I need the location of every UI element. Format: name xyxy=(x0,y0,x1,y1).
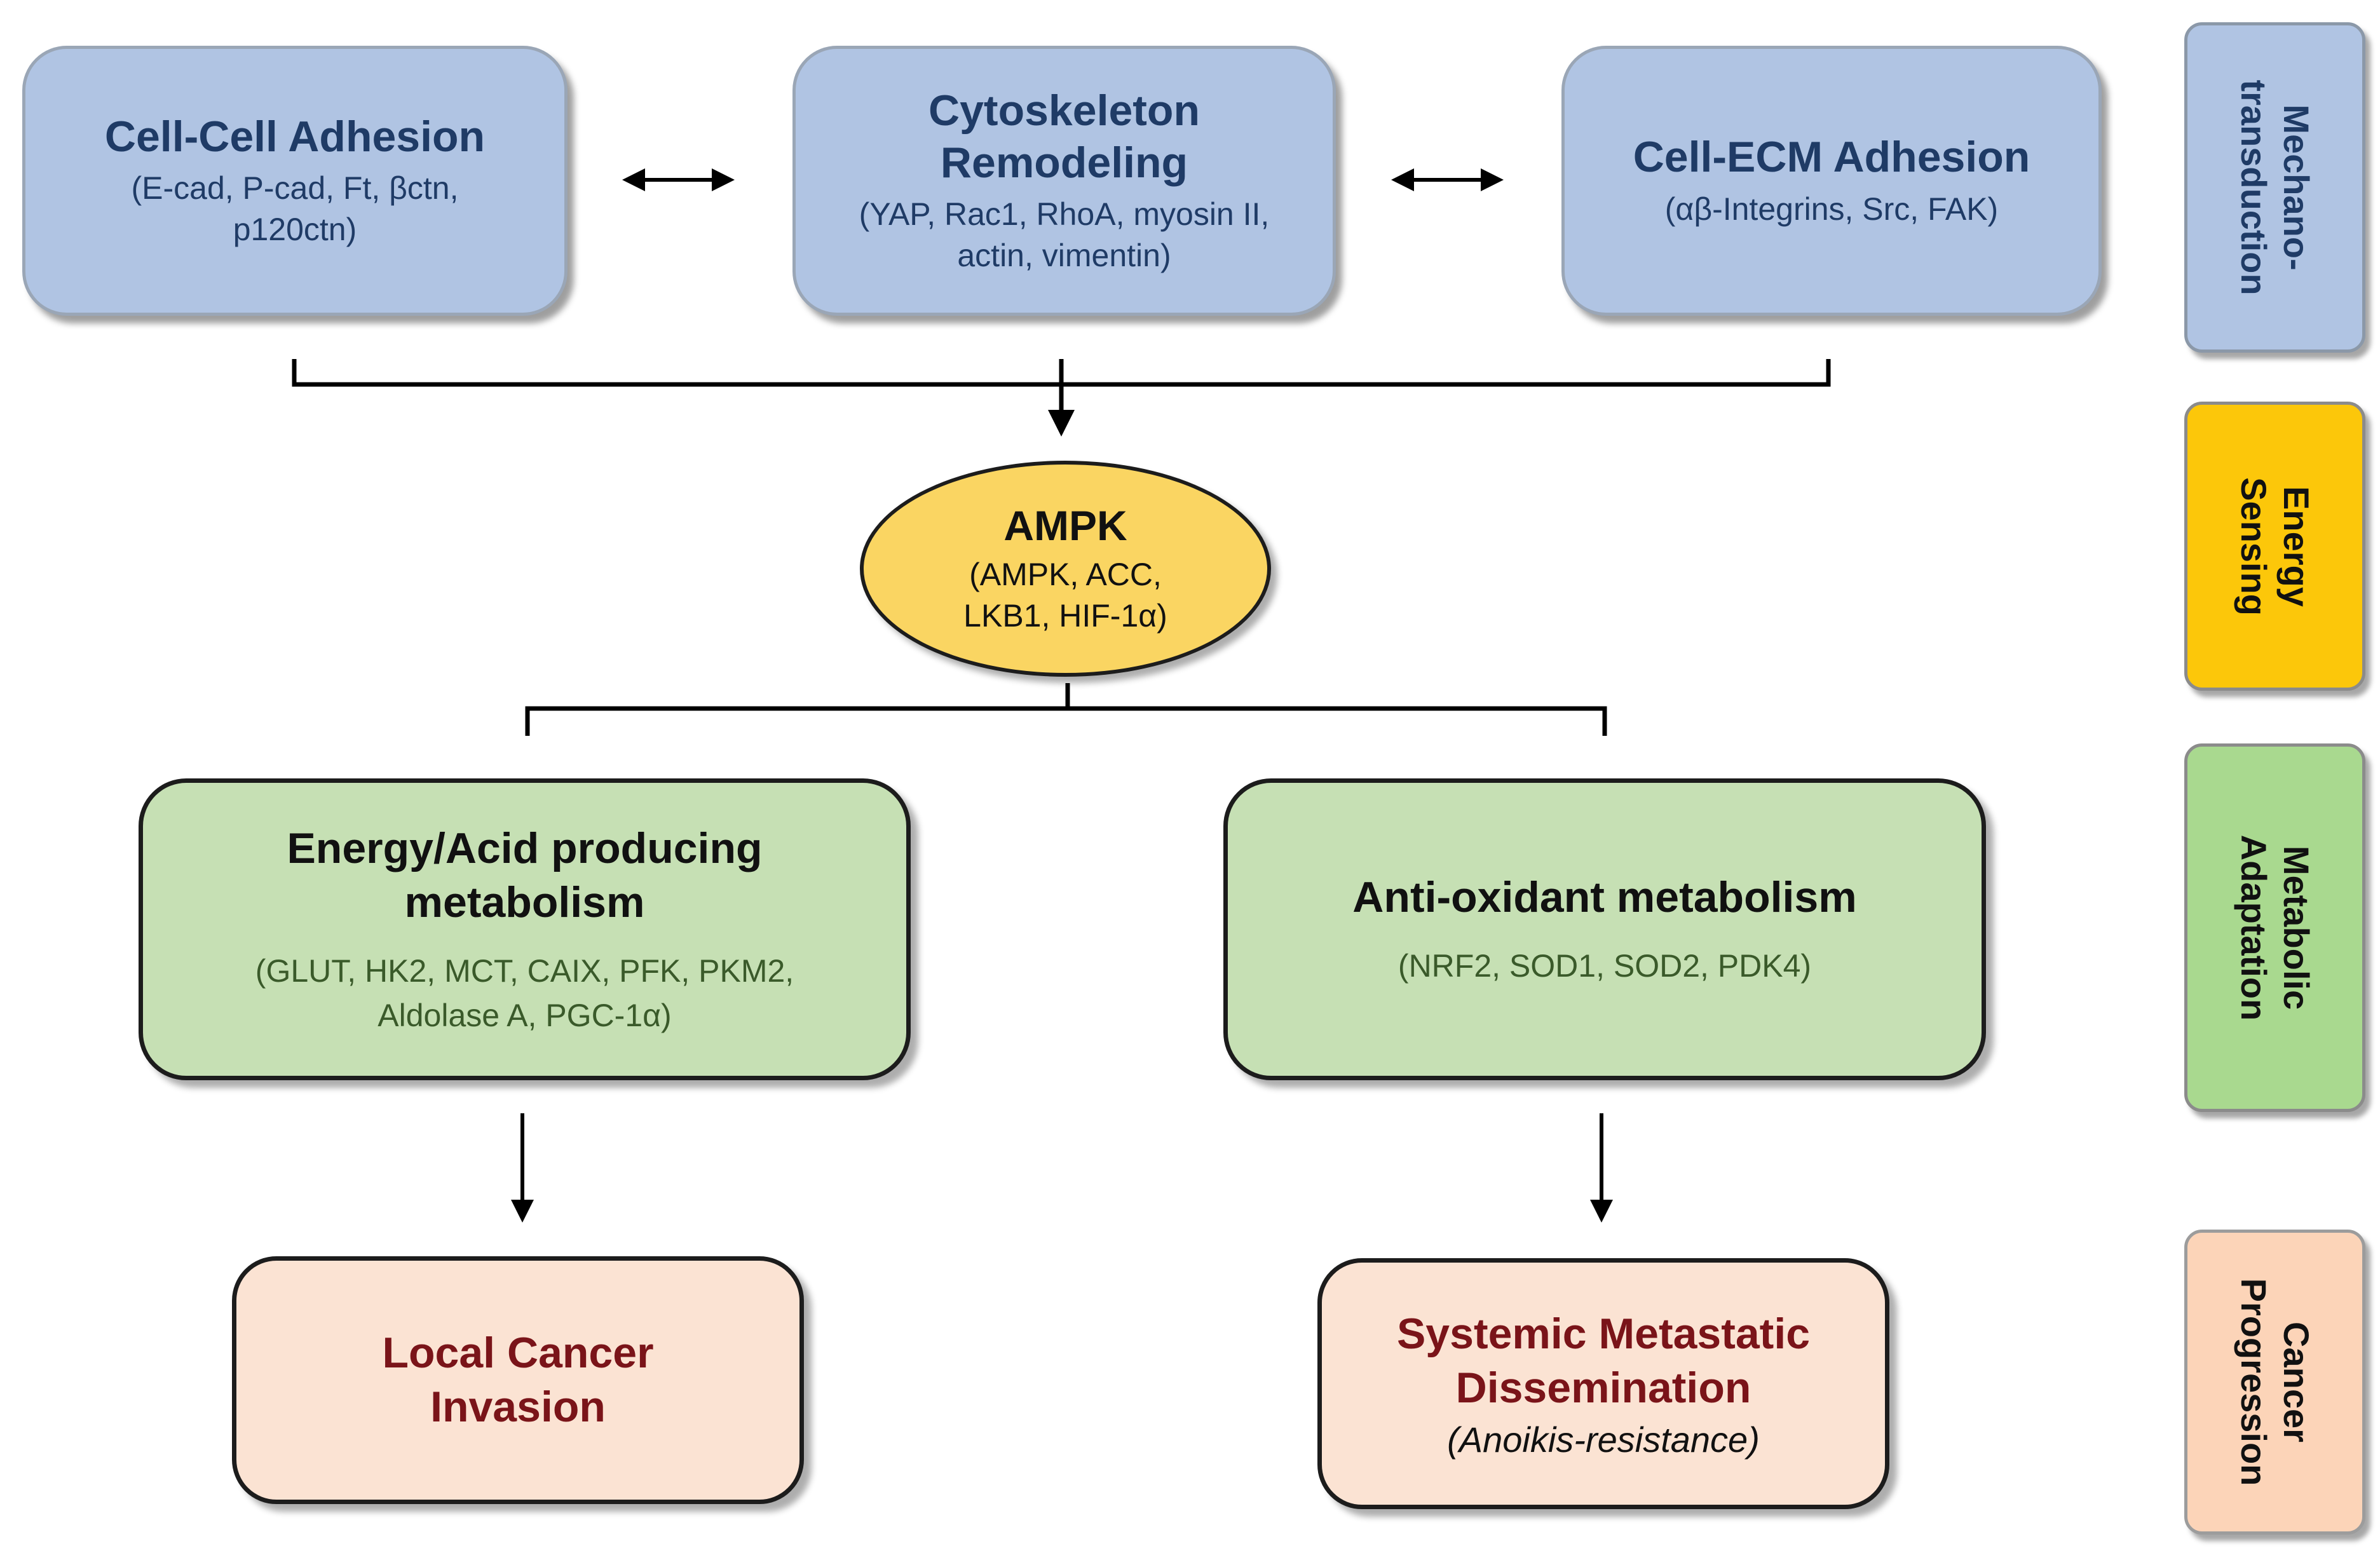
energy-acid-metabolism-title: Energy/Acid producing metabolism xyxy=(287,824,763,926)
cell-ecm-adhesion-subtitle: (αβ-Integrins, Src, FAK) xyxy=(1664,191,1999,227)
energy-acid-metabolism-subtitle: (GLUT, HK2, MCT, CAIX, PFK, PKM2, Aldola… xyxy=(255,953,794,1033)
ampk-node: AMPK (AMPK, ACC, LKB1, HIF-1α) xyxy=(860,461,1271,677)
cell-cell-adhesion-box: Cell-Cell Adhesion (E-cad, P-cad, Ft, βc… xyxy=(22,46,568,316)
local-cancer-invasion-title: Local Cancer Invasion xyxy=(382,1329,654,1431)
metabolic-adaptation-label-text: Metabolic Adaptation xyxy=(2233,834,2316,1021)
cytoskeleton-remodeling-title: Cytoskeleton Remodeling xyxy=(928,86,1200,187)
antioxidant-metabolism-box: Anti-oxidant metabolism (NRF2, SOD1, SOD… xyxy=(1223,778,1986,1080)
lower-bracket xyxy=(525,706,1607,736)
cell-cell-adhesion-title: Cell-Cell Adhesion xyxy=(104,112,486,161)
antioxidant-metabolism-subtitle: (NRF2, SOD1, SOD2, PDK4) xyxy=(1397,948,1812,984)
cytoskeleton-remodeling-subtitle: (YAP, Rac1, RhoA, myosin II, actin, vime… xyxy=(859,196,1270,274)
energy-sensing-label: Energy Sensing xyxy=(2184,402,2365,691)
cancer-progression-label: Cancer Progression xyxy=(2184,1230,2365,1535)
antioxidant-metabolism-title: Anti-oxidant metabolism xyxy=(1352,873,1857,921)
cell-ecm-adhesion-box: Cell-ECM Adhesion (αβ-Integrins, Src, FA… xyxy=(1561,46,2102,316)
energy-acid-metabolism-box: Energy/Acid producing metabolism (GLUT, … xyxy=(139,778,911,1080)
systemic-metastatic-dissemination-box: Systemic Metastatic Dissemination (Anoik… xyxy=(1317,1258,1889,1509)
ampk-subtitle: (AMPK, ACC, LKB1, HIF-1α) xyxy=(963,556,1167,634)
cytoskeleton-remodeling-box: Cytoskeleton Remodeling (YAP, Rac1, RhoA… xyxy=(792,46,1336,316)
systemic-metastatic-dissemination-title: Systemic Metastatic Dissemination xyxy=(1396,1310,1811,1412)
anoikis-resistance-subtitle: (Anoikis-resistance) xyxy=(1447,1420,1760,1460)
ampk-title: AMPK xyxy=(1003,502,1127,550)
local-cancer-invasion-box: Local Cancer Invasion xyxy=(232,1256,804,1504)
energy-sensing-label-text: Energy Sensing xyxy=(2233,477,2316,616)
cell-cell-adhesion-subtitle: (E-cad, P-cad, Ft, βctn, p120ctn) xyxy=(131,170,459,248)
cancer-progression-label-text: Cancer Progression xyxy=(2233,1278,2316,1486)
mechanotransduction-label: Mechano- transduction xyxy=(2184,22,2365,353)
cell-ecm-adhesion-title: Cell-ECM Adhesion xyxy=(1633,133,2030,182)
metabolic-adaptation-label: Metabolic Adaptation xyxy=(2184,743,2365,1112)
mechanotransduction-label-text: Mechano- transduction xyxy=(2233,79,2316,295)
